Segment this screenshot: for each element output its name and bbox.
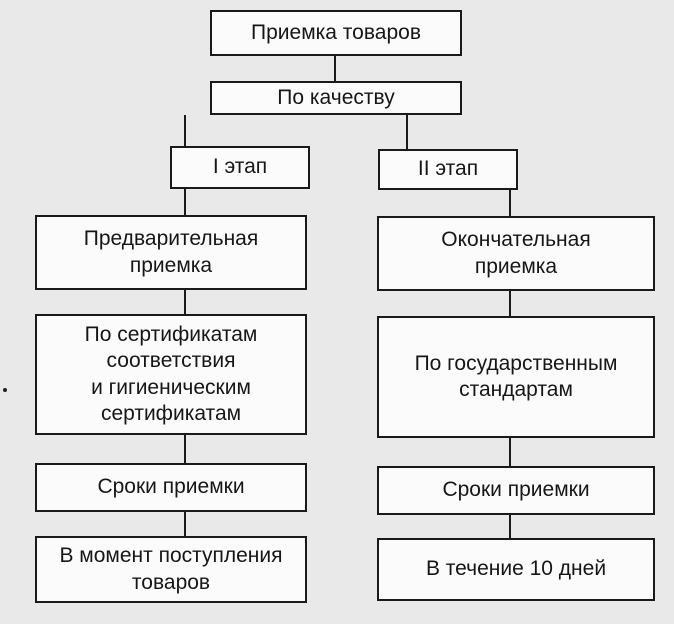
terms-box-right: Сроки приемки	[377, 466, 655, 515]
final-acceptance-line-1: Окончательная	[441, 228, 591, 252]
stage-2-label: II этап	[417, 157, 479, 181]
final-acceptance-box: Окончательная приемка	[377, 216, 655, 291]
state-standards-line-2: стандартам	[459, 378, 573, 401]
terms-value-box-right: В течение 10 дней	[377, 538, 655, 601]
stage-2-box: II этап	[378, 149, 518, 190]
terms-value-right: В течение 10 дней	[425, 557, 607, 581]
final-acceptance-line-2: приемка	[474, 254, 558, 278]
preliminary-acceptance-line-1: Предварительная	[83, 227, 259, 251]
root-label: Приемка товаров	[251, 20, 421, 44]
preliminary-acceptance-line-2: приемка	[129, 253, 213, 277]
state-standards-basis-box: По государственным стандартам	[377, 316, 655, 438]
terms-value-left-line-2: товаров	[131, 570, 211, 594]
certificates-basis-line-3: и гигиеническим	[91, 375, 251, 399]
terms-value-left-line-1: В момент поступления	[59, 544, 283, 568]
stage-1-box: I этап	[170, 146, 310, 189]
terms-box-left: Сроки приемки	[35, 463, 307, 512]
certificates-basis-line-1: По сертификатам	[84, 323, 258, 346]
certificates-basis-line-2: соответствия	[106, 349, 236, 373]
root-box: Приемка товаров	[210, 10, 462, 56]
criterion-label: По качеству	[277, 85, 395, 109]
certificates-basis-box: По сертификатам соответствия и гигиениче…	[35, 314, 307, 435]
terms-label-left: Сроки приемки	[97, 475, 245, 499]
certificates-basis-line-4: сертификатам	[100, 401, 242, 425]
criterion-box: По качеству	[210, 81, 462, 115]
state-standards-line-1: По государственным	[414, 351, 618, 375]
preliminary-acceptance-box: Предварительная приемка	[35, 215, 307, 290]
stage-1-label: I этап	[212, 155, 268, 179]
stray-dot	[3, 388, 7, 392]
terms-value-box-left: В момент поступления товаров	[35, 536, 307, 603]
terms-label-right: Сроки приемки	[442, 478, 590, 502]
